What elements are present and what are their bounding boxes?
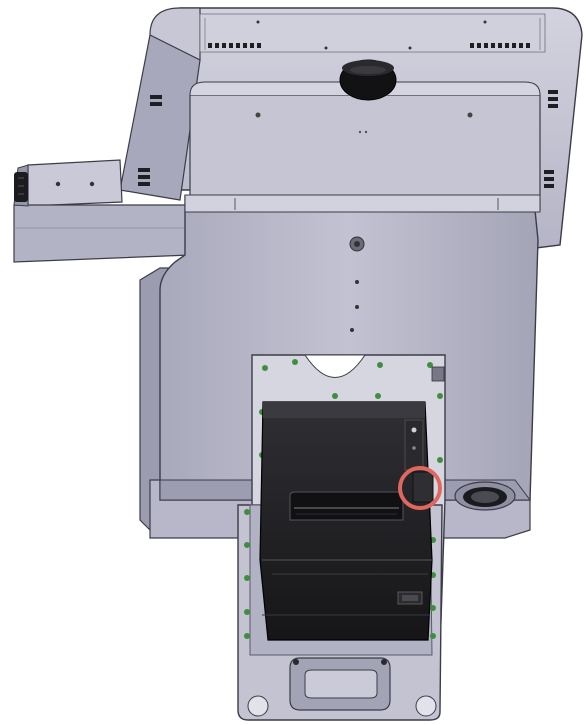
printer — [259, 401, 434, 641]
side-module — [13, 159, 191, 263]
highlight-circle — [398, 466, 442, 510]
rear-connector — [397, 591, 423, 605]
vent-slots-right — [470, 43, 530, 48]
round-port — [454, 481, 516, 511]
printer-control-strip — [404, 419, 424, 471]
vent-slots-left — [208, 43, 261, 48]
printer-side-latch — [412, 471, 434, 503]
central-column — [189, 81, 541, 211]
side-vents — [138, 90, 558, 188]
paper-outlet — [289, 491, 404, 521]
top-knob — [339, 59, 397, 101]
